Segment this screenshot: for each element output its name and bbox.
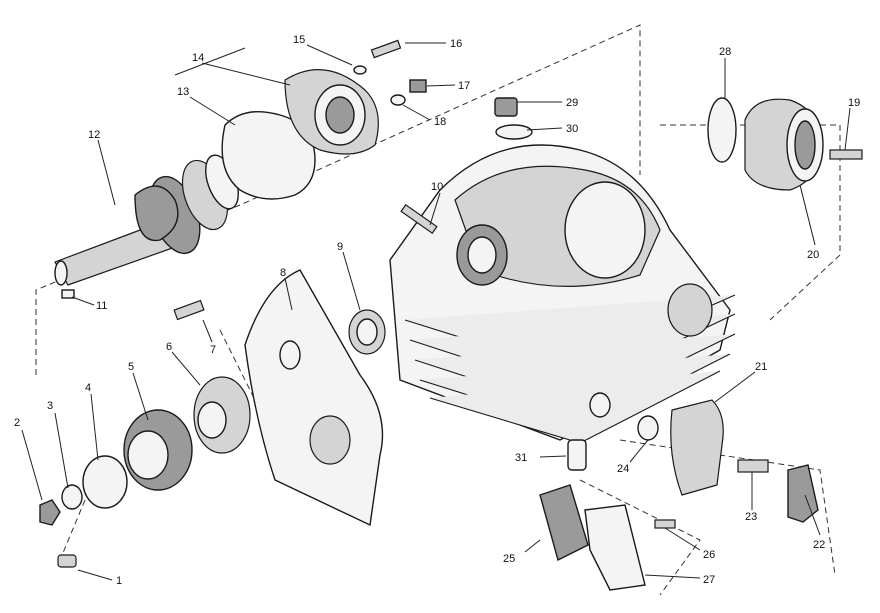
callout-labels: 1 2 3 4 5 6 7 8 9 10 11 12 13 14 15 16 1…: [14, 34, 860, 587]
belt-cover: [244, 269, 384, 527]
callout-13: 13: [177, 86, 189, 98]
callout-28: 28: [719, 46, 731, 58]
stud: [400, 203, 438, 235]
small-bolt: [57, 554, 77, 568]
inspection-cover: [637, 399, 724, 496]
callout-10: 10: [431, 181, 443, 193]
callout-9: 9: [337, 241, 343, 253]
bracket-assembly: [737, 459, 819, 523]
callout-27: 27: [703, 574, 715, 586]
cam-cover: [174, 47, 379, 155]
callout-25: 25: [503, 553, 515, 565]
callout-8: 8: [280, 267, 286, 279]
callout-11: 11: [96, 300, 107, 312]
callout-23: 23: [745, 511, 757, 523]
callout-22: 22: [813, 539, 825, 551]
callout-14: 14: [192, 52, 204, 64]
dowel-sleeve: [567, 439, 587, 471]
callout-29: 29: [566, 97, 578, 109]
dowel-pin: [61, 289, 75, 299]
camshaft: [54, 154, 239, 286]
callout-31: 31: [515, 452, 527, 464]
callout-2: 2: [14, 417, 20, 429]
callout-5: 5: [128, 361, 134, 373]
cover-fasteners: [353, 39, 427, 106]
callout-20: 20: [807, 249, 819, 261]
callout-15: 15: [293, 34, 305, 46]
pulley-bolt: [173, 299, 205, 321]
cap-nut: [494, 97, 533, 140]
leader-lines: [21, 42, 851, 581]
timing-gear: [123, 409, 193, 491]
callout-3: 3: [47, 400, 53, 412]
callout-6: 6: [166, 341, 172, 353]
oil-seal: [348, 309, 386, 355]
pulley: [193, 376, 251, 454]
callout-12: 12: [88, 129, 100, 141]
callout-4: 4: [85, 382, 91, 394]
intake-flange: [707, 97, 863, 191]
callout-26: 26: [703, 549, 715, 561]
callout-1: 1: [116, 575, 122, 587]
callout-17: 17: [458, 80, 470, 92]
callout-18: 18: [434, 116, 446, 128]
callout-24: 24: [617, 463, 629, 475]
gear-washers: [39, 455, 128, 526]
callout-30: 30: [566, 123, 578, 135]
callout-19: 19: [848, 97, 860, 109]
callout-16: 16: [450, 38, 462, 50]
cylinder-head: [389, 144, 736, 444]
callout-7: 7: [210, 344, 216, 356]
side-cover-assembly: [539, 484, 676, 591]
cam-cover-gasket: [221, 111, 316, 200]
callout-21: 21: [755, 361, 767, 373]
